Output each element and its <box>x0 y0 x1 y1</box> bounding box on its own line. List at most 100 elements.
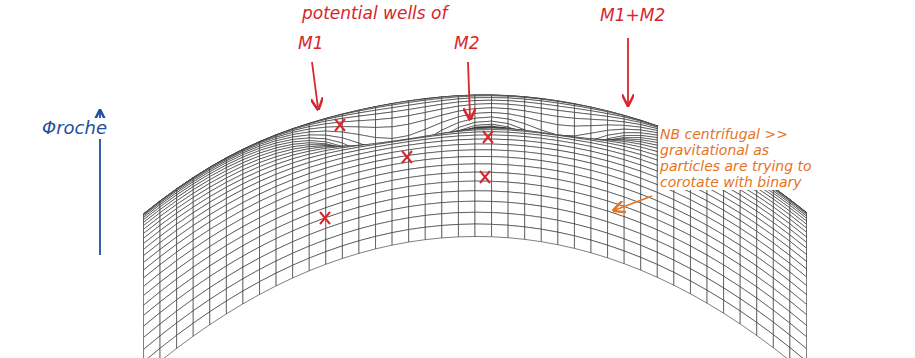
mesh-cell <box>458 139 475 145</box>
mesh-cell <box>707 290 724 313</box>
mesh-cell <box>210 301 227 325</box>
mesh-cell <box>326 246 343 264</box>
mesh-cell <box>475 156 492 164</box>
mesh-cell <box>790 348 807 358</box>
mesh-cell <box>243 282 260 304</box>
mesh-cell <box>508 202 525 215</box>
mesh-cell <box>442 213 459 226</box>
mesh-cell <box>492 201 509 213</box>
mass-label: M2 <box>452 34 492 54</box>
note-text: NB centrifugal >> gravitational as parti… <box>658 126 828 191</box>
mesh-cell <box>392 230 409 246</box>
label-text: M1+M2 <box>598 6 667 26</box>
mesh-cell <box>492 164 509 173</box>
label-text: M1 <box>296 34 325 54</box>
mesh-cell <box>608 120 625 125</box>
mesh-cell <box>475 212 492 224</box>
mesh-cell <box>376 127 393 139</box>
mesh-cell <box>773 335 790 358</box>
mesh-cell <box>608 245 625 263</box>
mesh-cell <box>757 322 774 347</box>
mesh-cell <box>624 128 641 139</box>
mesh-cell <box>458 172 475 181</box>
mesh-cell <box>724 300 741 324</box>
mesh-cell <box>458 131 475 139</box>
mesh-cell <box>508 192 525 204</box>
mesh-cell <box>409 227 426 242</box>
mesh-cell <box>475 104 492 108</box>
mesh-cell <box>740 311 757 335</box>
mesh-cell <box>442 182 459 193</box>
mesh-cell <box>492 224 509 237</box>
mesh-cell <box>492 139 509 145</box>
mesh-cell <box>458 164 475 173</box>
mesh-cell <box>558 125 575 136</box>
mesh-cell <box>177 323 194 348</box>
leader-arrow <box>615 196 652 210</box>
x-marks <box>320 119 493 224</box>
mesh-cell <box>458 125 475 132</box>
mesh-cell <box>624 251 641 270</box>
mass-label: M1+M2 <box>598 6 678 26</box>
mesh-cell <box>376 233 393 249</box>
mesh-cell <box>492 172 509 182</box>
mesh-cell <box>442 128 459 142</box>
mesh-cell <box>641 257 658 277</box>
mesh-cell <box>591 119 608 125</box>
mesh-cell <box>425 214 442 227</box>
mesh-cell <box>492 157 509 165</box>
mesh-cell <box>558 232 575 248</box>
mesh-cell <box>442 157 459 165</box>
mesh-cell <box>458 150 475 157</box>
mesh-cell <box>475 124 492 131</box>
mesh-cell <box>541 229 558 244</box>
mesh-cell <box>525 227 542 242</box>
mesh-cell <box>492 181 509 192</box>
mass-label: M1 <box>296 34 336 54</box>
mesh-cell <box>508 225 525 239</box>
mesh-cell <box>359 236 376 253</box>
leader-arrow <box>312 62 318 108</box>
mesh-cell <box>260 273 277 294</box>
mesh-cell <box>508 213 525 226</box>
mesh-cell <box>458 181 475 191</box>
mesh-cell <box>591 240 608 258</box>
mesh-cell <box>475 150 492 157</box>
mesh-cell <box>442 224 459 237</box>
mesh-cell <box>458 156 475 164</box>
label-text: Φroche <box>40 118 109 139</box>
mesh-cell <box>525 124 542 139</box>
mesh-cell <box>144 348 161 358</box>
mesh-cell <box>624 129 641 133</box>
mesh-cell <box>193 312 210 336</box>
mesh-cell <box>226 291 243 314</box>
mesh-cell <box>475 191 492 202</box>
leader-arrow <box>468 62 470 118</box>
mesh-cell <box>442 191 459 202</box>
leader-arrow <box>627 38 629 104</box>
mesh-cell <box>458 128 475 132</box>
mesh-cell <box>492 213 509 226</box>
label-text: M2 <box>452 34 481 54</box>
mesh-cell <box>425 192 442 204</box>
mesh-cell <box>458 224 475 237</box>
mesh-cell <box>690 281 707 303</box>
mesh-cell <box>492 144 509 151</box>
mesh-cell <box>574 118 591 126</box>
mesh-cell <box>442 164 459 173</box>
mesh-cell <box>425 225 442 239</box>
mesh-cell <box>458 127 475 132</box>
mesh-cell <box>475 100 492 104</box>
mesh-cell <box>276 265 293 286</box>
mesh-cell <box>442 202 459 214</box>
mesh-cell <box>458 144 475 150</box>
mesh-cell <box>508 173 525 184</box>
mesh-cell <box>475 124 492 127</box>
mesh-cell <box>657 265 674 286</box>
mesh-cell <box>458 212 475 224</box>
mesh-cell <box>674 272 691 293</box>
label-text: NB centrifugal >> gravitational as parti… <box>658 126 828 190</box>
note-text: potential wells of <box>300 4 500 24</box>
mesh-cell <box>508 182 525 193</box>
